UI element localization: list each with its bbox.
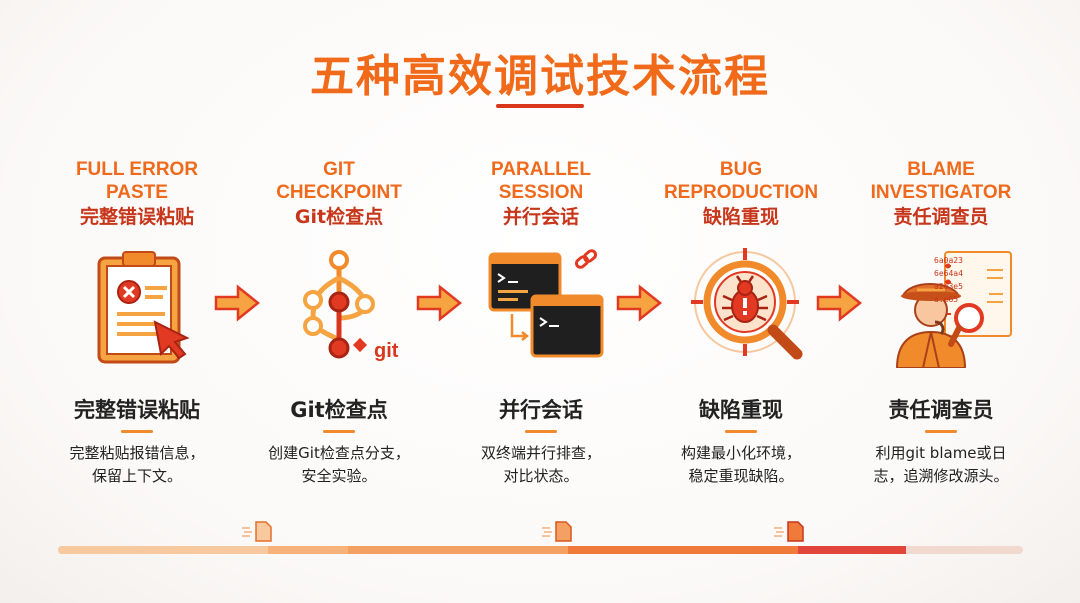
step-description: 构建最小化环境， 稳定重现缺陷。 <box>680 444 801 485</box>
step-description: 创建Git检查点分支， 安全实验。 <box>268 444 410 485</box>
step-zh-title: 缺陷重现 <box>702 206 779 228</box>
step-git-checkpoint: GIT CHECKPOINT Git检查点 git Git检查点 创建Git检查… <box>234 158 444 485</box>
step-full-error-paste: FULL ERROR PASTE 完整错误粘贴 完整错误粘贴 完整粘贴报错信息，… <box>32 158 242 485</box>
step-zh-title: 完整错误粘贴 <box>79 206 194 228</box>
step-blame-investigator: BLAME INVESTIGATOR 责任调查员 6a0a23 6e64a4 a… <box>836 158 1046 485</box>
step-label: Git检查点 <box>290 398 388 422</box>
step-divider <box>323 430 355 433</box>
step-en-title: BLAME INVESTIGATOR <box>870 159 1012 203</box>
document-marker-icon <box>542 521 572 542</box>
clipboard-error-icon <box>97 251 190 364</box>
commit-hash: 6a0a23 <box>934 256 963 265</box>
step-divider <box>121 430 153 433</box>
step-divider <box>725 430 757 433</box>
arrow-right-icon <box>416 284 462 322</box>
step-zh-title: 责任调查员 <box>893 206 989 228</box>
step-bug-reproduction: BUG REPRODUCTION 缺陷重现 缺陷重现 构建最小化环境， 稳定重现… <box>636 158 846 485</box>
progress-segment <box>268 546 348 554</box>
step-en-title: GIT CHECKPOINT <box>276 159 402 203</box>
step-parallel-session: PARALLEL SESSION 并行会话 并行会话 双终端并行排查， 对比状态… <box>436 158 646 485</box>
commit-hash: a2e3e5 <box>934 282 963 291</box>
step-description: 利用git blame或日 志，追溯修改源头。 <box>873 444 1009 485</box>
detective-icon <box>895 251 1012 368</box>
step-zh-title: Git检查点 <box>294 206 384 228</box>
step-description: 双终端并行排查， 对比状态。 <box>480 444 601 485</box>
step-label: 并行会话 <box>499 398 583 422</box>
git-badge-label: git <box>374 340 399 362</box>
commit-hash: a.e65 <box>934 295 959 304</box>
step-label: 责任调查员 <box>888 398 994 422</box>
arrow-right-icon <box>616 284 662 322</box>
step-divider <box>525 430 557 433</box>
arrow-right-icon <box>816 284 862 322</box>
title-underline <box>496 104 584 108</box>
dual-terminal-icon <box>488 249 604 358</box>
document-marker-icon <box>774 521 804 542</box>
step-en-title: PARALLEL SESSION <box>491 159 591 203</box>
step-divider <box>925 430 957 433</box>
step-label: 缺陷重现 <box>699 398 783 422</box>
step-en-title: BUG REPRODUCTION <box>663 159 819 203</box>
git-branch-icon <box>303 250 375 359</box>
progress-segment <box>798 546 906 554</box>
progress-segment <box>568 546 798 554</box>
progress-segment <box>348 546 568 554</box>
commit-hash-list: 6a0a23 6e64a4 a2e3e5 a.e65 <box>934 254 963 306</box>
bug-magnifier-icon <box>691 248 803 360</box>
progress-segment <box>58 546 268 554</box>
step-description: 完整粘贴报错信息， 保留上下文。 <box>69 444 205 485</box>
commit-hash: 6e64a4 <box>934 269 963 278</box>
arrow-right-icon <box>214 284 260 322</box>
page-title: 五种高效调试技术流程 <box>310 51 770 102</box>
step-zh-title: 并行会话 <box>502 206 579 228</box>
document-marker-icon <box>242 521 272 542</box>
step-label: 完整错误粘贴 <box>74 398 200 422</box>
step-en-title: FULL ERROR PASTE <box>75 159 199 203</box>
